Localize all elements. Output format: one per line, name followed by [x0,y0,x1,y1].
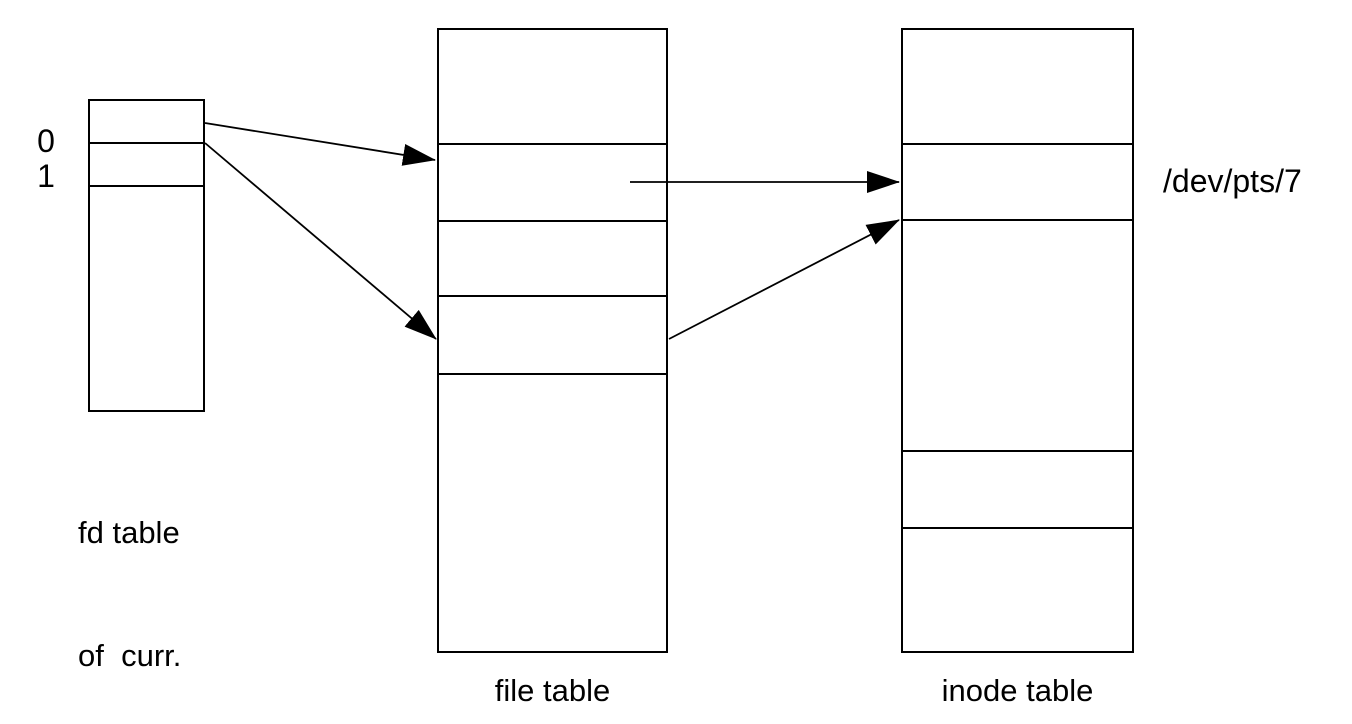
inode-table-divider-2 [903,219,1132,221]
file-table-divider-1 [439,143,666,145]
file-table-divider-2 [439,220,666,222]
arrow-fd1-to-file-table [204,142,437,340]
file-table-caption: file table [494,673,611,708]
fd-table-divider-2 [90,185,203,187]
inode-table-divider-4 [903,527,1132,529]
fd-table-caption: fd table of curr. process [78,430,187,724]
file-table-divider-3 [439,295,666,297]
fd-table-caption-line-1: fd table [78,515,180,550]
file-table-divider-4 [439,373,666,375]
inode-table-box [901,28,1134,653]
file-table-box [437,28,668,653]
inode-table-divider-1 [903,143,1132,145]
fd-0-label: 0 [37,123,55,159]
fd-table-caption-line-2: of curr. [78,638,182,673]
fd-1-label: 1 [37,158,55,194]
arrow-file-entry2-to-inode [668,219,900,340]
inode-table-caption: inode table [941,673,1094,708]
arrow-fd0-to-file-table [204,122,436,166]
inode-entry-path-label: /dev/pts/7 [1163,163,1302,199]
fd-table-box [88,99,205,412]
fd-table-divider-1 [90,142,203,144]
inode-table-divider-3 [903,450,1132,452]
